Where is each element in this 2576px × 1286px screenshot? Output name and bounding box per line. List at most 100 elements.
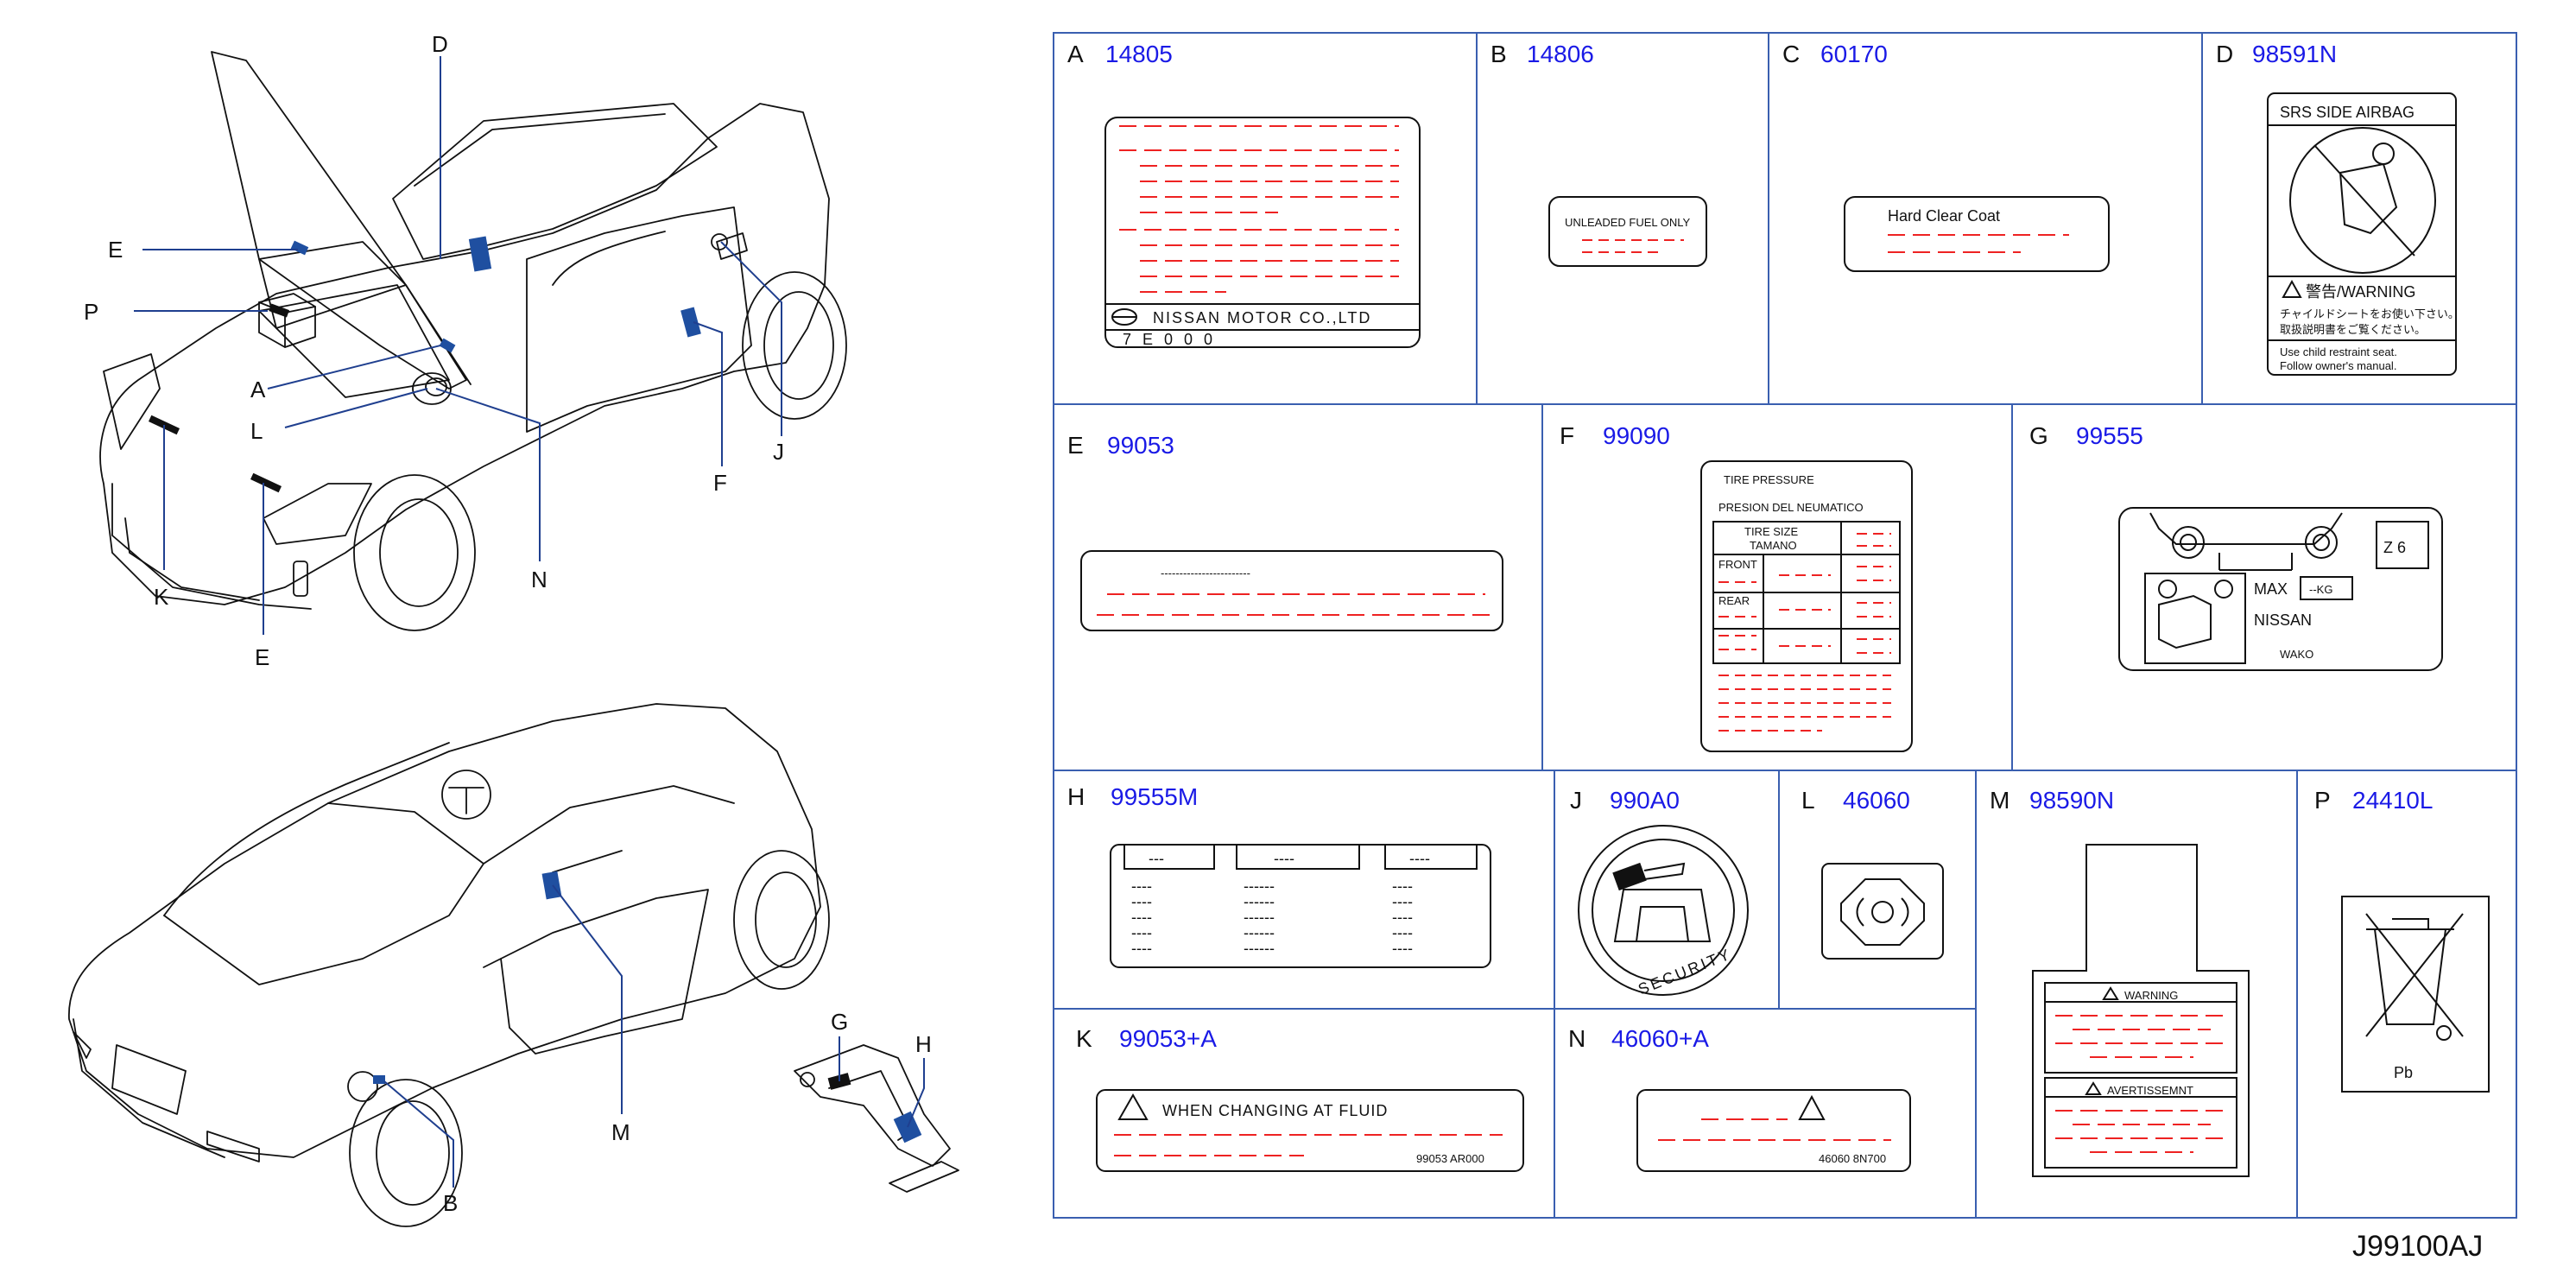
cell-m-letter: M (1990, 787, 2010, 814)
callout-m: M (611, 1119, 630, 1145)
h-head-2: ---- (1274, 850, 1294, 867)
cell-d-part: 98591N (2252, 41, 2337, 67)
cell-h-part: 99555M (1111, 783, 1198, 810)
cell-b-letter: B (1491, 41, 1507, 67)
callout-n: N (531, 567, 547, 592)
label-j-drawing: SECURITY (1578, 825, 1749, 998)
b-line: UNLEADED FUEL ONLY (1565, 216, 1691, 229)
c-line: Hard Clear Coat (1888, 207, 2000, 225)
cell-headers: A 14805 B 14806 C 60170 D 98591N E 99053… (1067, 41, 2433, 1052)
h-row-dashes: ------ (1244, 877, 1275, 895)
f-tire-size: TIRE SIZE (1744, 525, 1798, 538)
cell-e-part: 99053 (1107, 432, 1174, 459)
cell-g-letter: G (2029, 422, 2048, 449)
cell-n-part: 46060+A (1611, 1025, 1709, 1052)
d-en2: Follow owner's manual. (2280, 359, 2396, 372)
cell-f-letter: F (1560, 422, 1574, 449)
cell-e-letter: E (1067, 432, 1084, 459)
callout-e: E (255, 644, 269, 670)
h-head-1: --- (1149, 850, 1164, 867)
h-row-dashes: ------ (1244, 924, 1275, 941)
cell-p-letter: P (2314, 787, 2331, 814)
k-line: WHEN CHANGING AT FLUID (1162, 1102, 1388, 1119)
h-row-dashes: ---- (1131, 893, 1152, 910)
label-m-drawing: WARNING AVERTISSEMNT (2032, 844, 2250, 1177)
callout-p: P (84, 299, 98, 325)
car-front-illustration (99, 51, 847, 631)
h-row-dashes: ---- (1392, 893, 1413, 910)
d-jp2: 取扱説明書をご覧ください。 (2280, 323, 2426, 336)
d-en1: Use child restraint seat. (2280, 345, 2397, 358)
g-nissan: NISSAN (2254, 611, 2312, 629)
k-warning-icon (1117, 1093, 1149, 1120)
cell-k-letter: K (1076, 1025, 1092, 1052)
e-dashes: ------------------------ (1161, 567, 1250, 580)
g-wako: WAKO (2280, 648, 2313, 661)
no-child-seat-icon (2289, 127, 2436, 274)
label-e-drawing: ------------------------ (1080, 550, 1503, 631)
label-b-drawing: UNLEADED FUEL ONLY (1548, 196, 1707, 267)
label-k-drawing: WHEN CHANGING AT FLUID 99053 AR000 (1096, 1089, 1524, 1172)
h-row-dashes: ---- (1392, 877, 1413, 895)
h-row-dashes: ---- (1131, 924, 1152, 941)
j-security: SECURITY (1636, 945, 1734, 998)
callout-b: B (443, 1190, 458, 1216)
jack-illustration (794, 1036, 959, 1193)
parts-grid (1053, 32, 2517, 1219)
m-avert: AVERTISSEMNT (2107, 1084, 2193, 1097)
label-p-drawing: Pb (2341, 896, 2490, 1093)
m-warning: WARNING (2124, 989, 2178, 1002)
h-row-dashes: ---- (1392, 924, 1413, 941)
cell-a-part: 14805 (1105, 41, 1173, 67)
f-tire-pressure: TIRE PRESSURE (1724, 473, 1814, 486)
callout-k: K (154, 584, 169, 610)
g-z6: Z 6 (2383, 539, 2406, 556)
h-row-dashes: ---- (1131, 940, 1152, 957)
label-l-drawing (1821, 863, 1944, 960)
cell-k-part: 99053+A (1119, 1025, 1217, 1052)
callout-c: E (108, 237, 123, 263)
cell-c-part: 60170 (1820, 41, 1888, 67)
cell-l-part: 46060 (1843, 787, 1910, 814)
car-front-leaders (134, 56, 782, 635)
callout-h: H (915, 1031, 932, 1057)
callout-d: D (432, 31, 448, 57)
cell-n-letter: N (1568, 1025, 1585, 1052)
h-head-3: ---- (1409, 850, 1430, 867)
callout-f: F (713, 470, 727, 496)
key-icon (1612, 862, 1647, 891)
m-avert-icon (2085, 1081, 2102, 1095)
callout-a: A (250, 377, 266, 402)
f-rear: REAR (1718, 594, 1750, 607)
a-company: NISSAN MOTOR CO.,LTD (1153, 309, 1371, 326)
label-g-drawing: Z 6 MAX --KG NISSAN WAKO (2118, 507, 2443, 671)
f-tamano: TAMANO (1750, 539, 1797, 552)
cell-c-letter: C (1782, 41, 1800, 67)
h-row-dashes: ------ (1244, 893, 1275, 910)
h-row-dashes: ---- (1392, 940, 1413, 957)
cell-g-part: 99555 (2076, 422, 2143, 449)
label-c-drawing: Hard Clear Coat (1844, 196, 2110, 272)
d-jp1: チャイルドシートをお使い下さい。 (2280, 307, 2459, 320)
h-rows: ----------------------------------------… (1131, 877, 1413, 957)
k-code: 99053 AR000 (1416, 1152, 1484, 1165)
cell-b-part: 14806 (1527, 41, 1594, 67)
label-f-drawing: TIRE PRESSURE PRESION DEL NEUMATICO TIRE… (1700, 460, 1913, 752)
label-d-drawing: SRS SIDE AIRBAG 警告/WARNING チャイルドシートをお使い下… (2267, 92, 2459, 376)
n-code: 46060 8N700 (1819, 1152, 1886, 1165)
cell-l-letter: L (1801, 787, 1815, 814)
cell-d-letter: D (2216, 41, 2233, 67)
label-n-drawing: 46060 8N700 (1636, 1089, 1911, 1172)
cell-a-letter: A (1067, 41, 1084, 67)
label-h-drawing: --- ---- ---- --------------------------… (1110, 844, 1491, 968)
warning-triangle-icon (2282, 279, 2302, 298)
car-front-callouts: E P D A L N F J K E (84, 31, 784, 670)
car-rear-leaders (383, 884, 623, 1188)
f-front: FRONT (1718, 558, 1757, 571)
cell-h-letter: H (1067, 783, 1085, 810)
a-code: 7 E 0 0 0 (1123, 331, 1216, 348)
callout-g: G (831, 1009, 848, 1035)
m-warning-icon (2102, 986, 2119, 1000)
